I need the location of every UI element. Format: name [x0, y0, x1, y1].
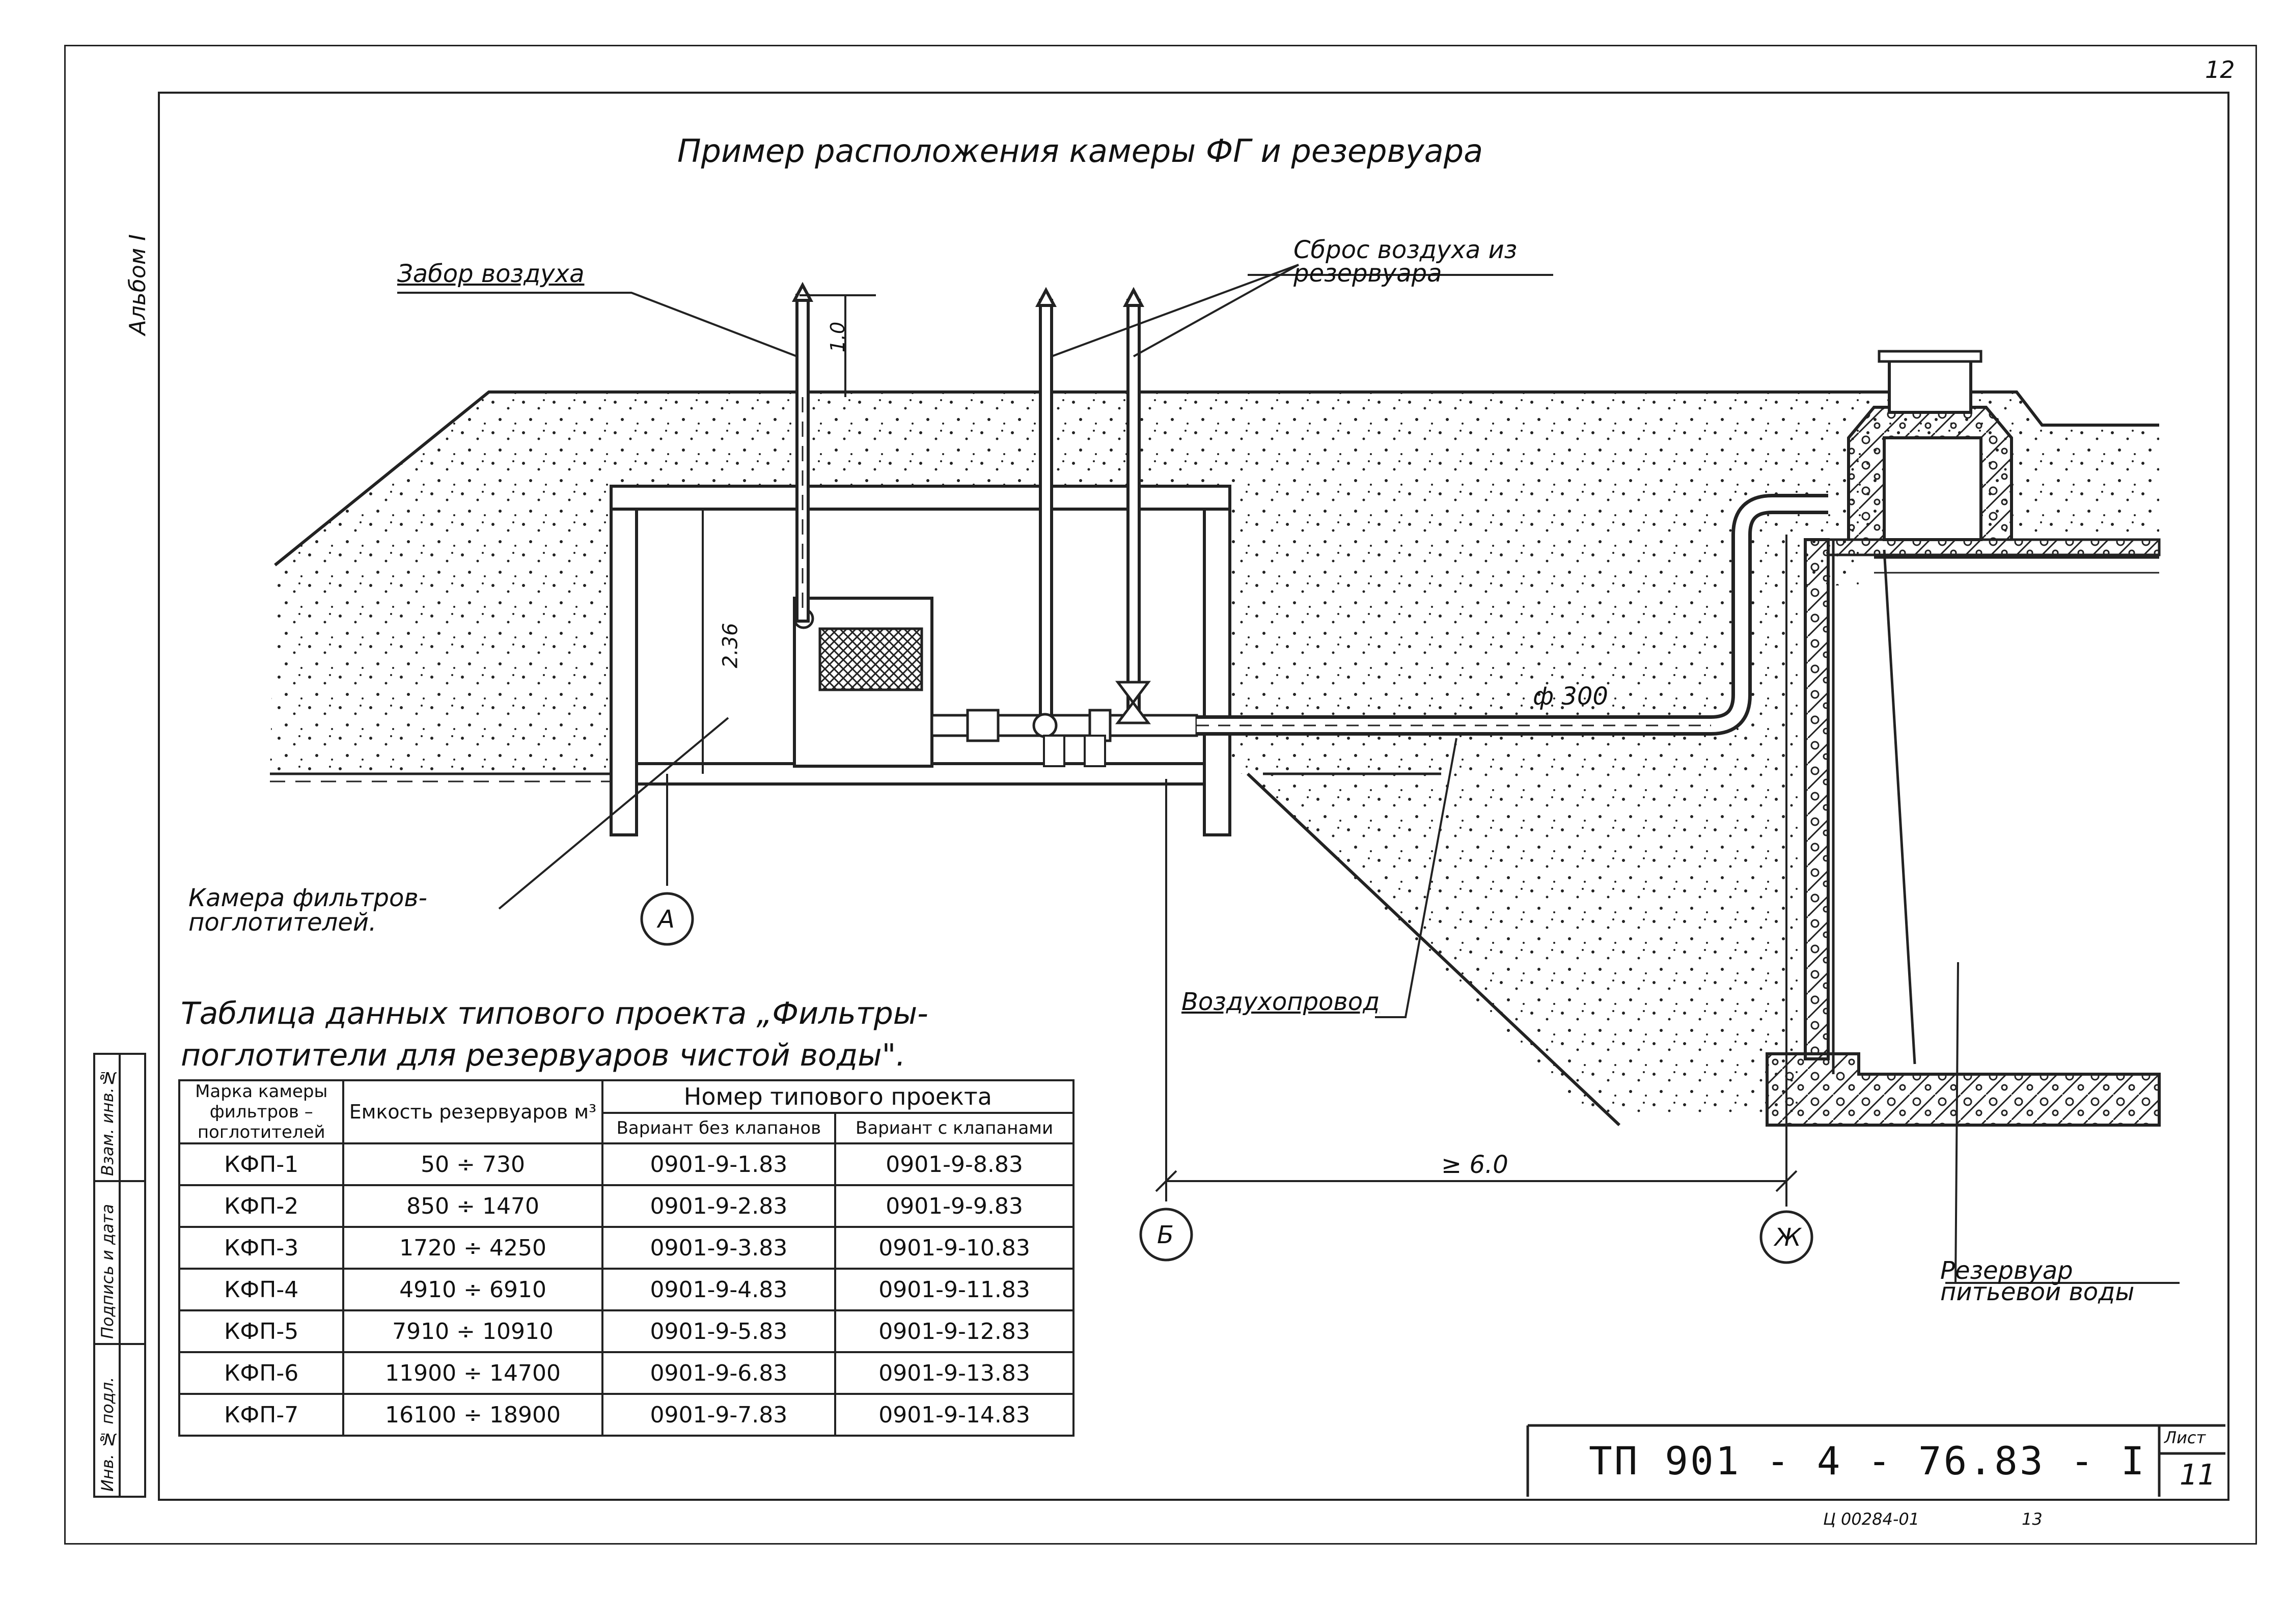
ground-line — [274, 390, 2159, 567]
dim-2-36: 2.36 — [719, 623, 742, 668]
doc-code: ТП 901 - 4 - 76.83 - I — [1589, 1438, 2146, 1483]
outer-frame — [64, 45, 2257, 1545]
axis-zh-label: Ж — [1775, 1223, 1801, 1252]
dim-phi300: ф 300 — [1533, 682, 1608, 711]
archive-number: Ц 00284-01 — [1823, 1509, 1920, 1529]
air-release-label: Сброс воздуха из резервуара — [1293, 236, 1518, 288]
dim-1-0: 1.0 — [827, 321, 849, 353]
col-capacity: Емкость резервуаров м³ — [342, 1079, 603, 1144]
side-stamp-sign-date: Подпись и дата — [98, 1203, 117, 1339]
side-stamp-inv-no: Инв. № подл. — [98, 1377, 117, 1492]
col-var2: Вариант с клапанами — [834, 1112, 1075, 1144]
axis-a-bubble — [640, 892, 694, 946]
col-mark: Марка камеры фильтров – поглотителей — [178, 1079, 345, 1144]
reservoir-footing — [1766, 1052, 2161, 1127]
chamber-right-wall — [1203, 508, 1231, 836]
chamber-left-wall — [610, 508, 638, 836]
sheet-number: 11 — [2180, 1459, 2216, 1492]
dim-6-0: ≥ 6.0 — [1441, 1151, 1508, 1179]
air-intake-label: Забор воздуха — [397, 260, 585, 288]
axis-b-bubble — [1139, 1208, 1193, 1262]
filter-mesh — [818, 627, 923, 691]
air-duct-label: Воздухопровод — [1181, 988, 1380, 1016]
axis-b-label: Б — [1157, 1221, 1174, 1249]
axis-a-label: А — [658, 905, 675, 934]
chamber-label: Камера фильтров-поглотителей. — [188, 884, 427, 937]
project-data-table: Марка камеры фильтров – поглотителей Емк… — [178, 1079, 1075, 1437]
archive-sheet: 13 — [2022, 1509, 2043, 1529]
table-caption: Таблица данных типового проекта „Фильтры… — [181, 996, 928, 1073]
drawing-title: Пример расположения камеры ФГ и резервуа… — [677, 132, 1483, 170]
axis-zh-bubble — [1759, 1210, 1813, 1264]
inner-frame — [158, 92, 2229, 1501]
reservoir-wall — [1804, 538, 1830, 1060]
reservoir-roof — [1827, 538, 2161, 556]
col-var1: Вариант без клапанов — [601, 1112, 837, 1144]
side-stamp-replace-inv: Взам. инв.№ — [98, 1068, 117, 1176]
page-number-corner: 12 — [2205, 56, 2235, 83]
sheet-label: Лист — [2164, 1428, 2206, 1447]
reservoir-water — [1874, 557, 2159, 1087]
col-project: Номер типового проекта — [601, 1079, 1075, 1114]
reservoir-label: Резервуар питьевой воды — [1940, 1256, 2135, 1306]
